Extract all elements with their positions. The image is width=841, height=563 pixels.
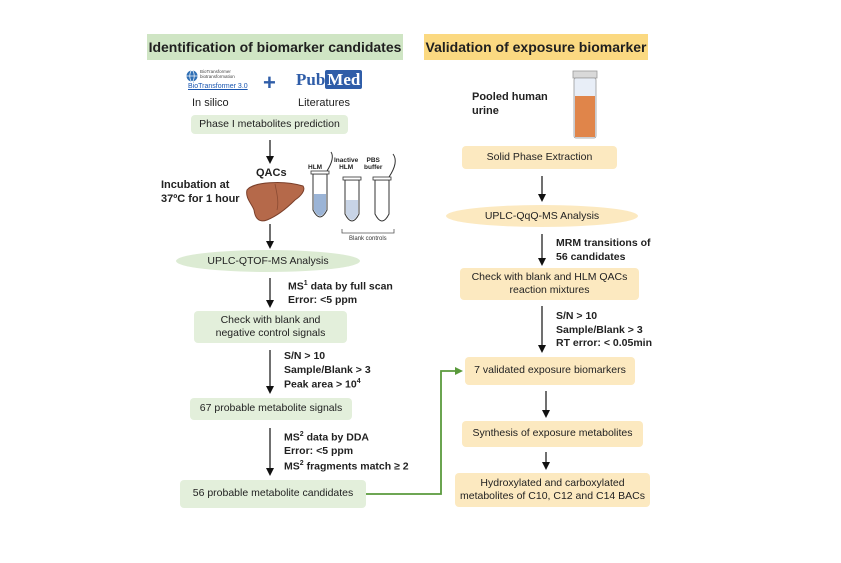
ms2-criteria: MS2 data by DDA Error: <5 ppm MS2 fragme… <box>284 431 409 473</box>
incubation-line2: 37ºC for 1 hour <box>161 193 240 206</box>
tube-pbs-line1: PBS <box>366 157 380 164</box>
biotransformer-logo: BioTransformer biotransformation BioTran… <box>186 68 250 94</box>
in-silico-caption: In silico <box>192 97 229 109</box>
candidates-box: 56 probable metabolite candidates <box>180 480 366 508</box>
right-header: Validation of exposure biomarker <box>424 34 648 60</box>
biotransformer-small-line2: biotransformation <box>200 74 235 80</box>
qqq-analysis-ellipse: UPLC-QqQ-MS Analysis <box>446 205 638 227</box>
blank-controls-label: Blank controls <box>349 236 387 242</box>
biotransformer-link[interactable]: BioTransformer 3.0 <box>188 83 248 90</box>
ms1-criteria: MS1 data by full scan Error: <5 ppm <box>288 280 393 307</box>
check-blank-hlm-box: Check with blank and HLM QACs reaction m… <box>460 268 639 300</box>
biotransformer-small-line1: BioTransformer <box>200 69 231 74</box>
urine-tube-icon <box>572 70 598 139</box>
connector-candidates-to-validated <box>366 367 463 495</box>
urine-label: Pooled human urine <box>472 91 548 118</box>
tube-inactive-line2: HLM <box>339 164 354 172</box>
liver-icon <box>246 182 305 222</box>
pubmed-logo-part2: Med <box>325 70 363 89</box>
tube-hlm-label: HLM <box>308 164 323 171</box>
validated-biomarkers-box: 7 validated exposure biomarkers <box>465 357 635 385</box>
plus-icon: + <box>263 70 276 95</box>
literatures-caption: Literatures <box>298 97 350 109</box>
incubation-label: Incubation at 37ºC for 1 hour <box>161 178 240 207</box>
probable-signals-box: 67 probable metabolite signals <box>190 398 352 420</box>
left-header: Identification of biomarker candidates <box>147 34 403 60</box>
pubmed-logo-part1: Pub <box>296 70 326 89</box>
synthesis-box: Synthesis of exposure metabolites <box>462 421 643 447</box>
tube-pbs-label: PBS buffer <box>364 157 382 171</box>
phase1-prediction-box: Phase I metabolites prediction <box>191 115 348 134</box>
tube-pbs-line2: buffer <box>364 164 383 172</box>
mrm-label: MRM transitions of 56 candidates <box>556 237 651 263</box>
incubation-line1: Incubation at <box>161 179 230 191</box>
test-tubes-icon <box>310 151 396 222</box>
globe-icon <box>186 70 198 82</box>
qtof-analysis-ellipse: UPLC-QTOF-MS Analysis <box>176 250 360 272</box>
validation-criteria: S/N > 10 Sample/Blank > 3 RT error: < 0.… <box>556 310 652 350</box>
spe-box: Solid Phase Extraction <box>462 146 617 169</box>
qacs-label: QACs <box>256 167 287 179</box>
final-metabolites-box: Hydroxylated and carboxylated metabolite… <box>455 473 650 507</box>
check-blank-negative-box: Check with blank and negative control si… <box>194 311 347 343</box>
tube-inactive-line1: Inactive <box>334 157 359 164</box>
signal-criteria: S/N > 10 Sample/Blank > 3 Peak area > 10… <box>284 350 371 391</box>
tube-inactive-hlm-label: Inactive HLM <box>334 157 358 171</box>
blank-controls-bracket <box>341 229 395 234</box>
